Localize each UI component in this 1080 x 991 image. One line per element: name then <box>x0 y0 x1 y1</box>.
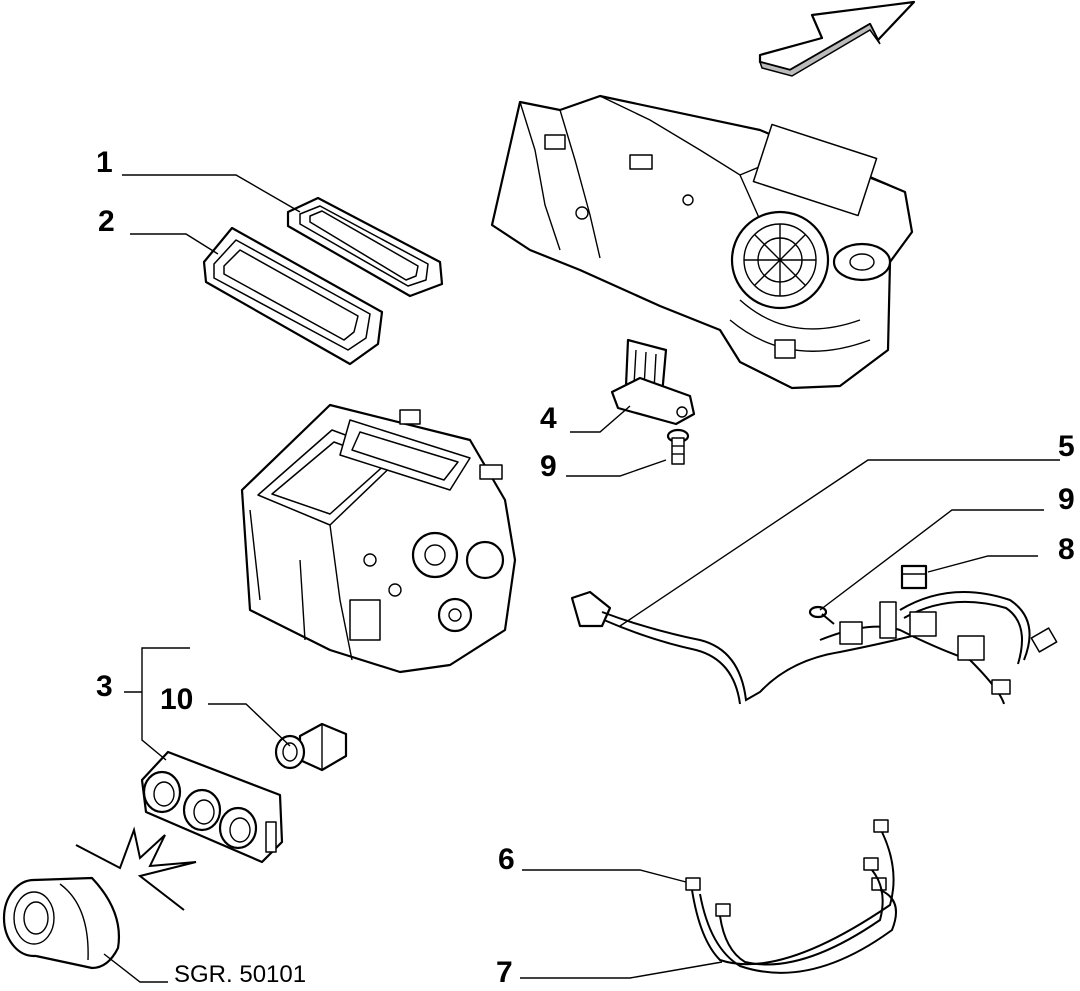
callout-8: 8 <box>1058 533 1075 566</box>
seal-frame-part-2 <box>202 226 384 366</box>
callout-4: 4 <box>540 402 557 435</box>
reference-code: SGR. 50101 <box>174 961 307 988</box>
relay-part-8 <box>900 564 928 590</box>
callout-9-upper: 9 <box>540 450 557 483</box>
callout-7: 7 <box>496 956 513 989</box>
control-knob <box>2 876 120 970</box>
callout-1: 1 <box>96 146 113 179</box>
zoom-lines <box>75 826 197 911</box>
screw-part-9-upper <box>666 428 690 465</box>
blower-housing-assembly <box>490 94 914 390</box>
seal-frame-part-1 <box>286 196 444 298</box>
screw-part-9-lower <box>808 605 835 625</box>
callout-3: 3 <box>96 670 113 703</box>
bulb-part-10 <box>274 722 348 772</box>
callout-9-lower: 9 <box>1058 483 1075 516</box>
callout-10: 10 <box>160 683 194 716</box>
control-panel-part-3 <box>140 750 284 864</box>
callout-5: 5 <box>1058 430 1075 463</box>
direction-arrow <box>758 0 916 77</box>
cable-set-parts-6-7 <box>685 819 897 974</box>
heater-distribution-unit <box>240 403 517 674</box>
callout-2: 2 <box>98 205 115 238</box>
callout-6: 6 <box>498 843 515 876</box>
leader-lines <box>103 174 1060 983</box>
wiring-harness-part-5 <box>570 590 1058 705</box>
blower-resistor-part-4 <box>610 338 696 426</box>
